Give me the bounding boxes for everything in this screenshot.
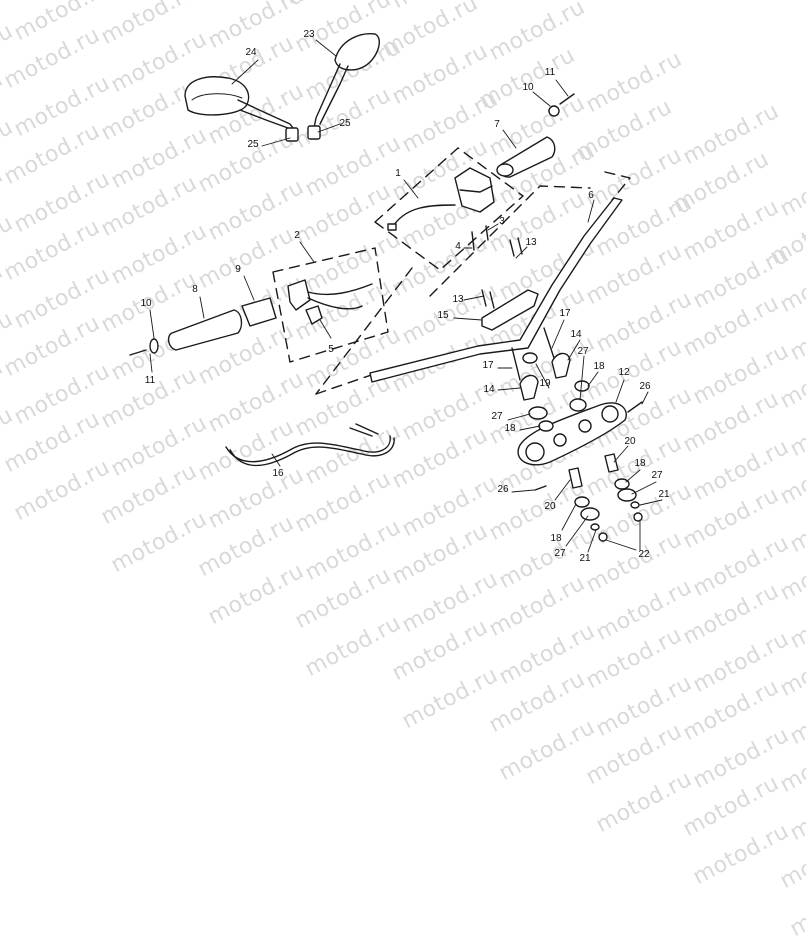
part-label-6: 6	[588, 190, 594, 201]
part-label-19: 19	[539, 378, 551, 389]
watermark-text: motod.ru	[582, 718, 687, 791]
part-label-18: 18	[593, 361, 605, 372]
part-label-10: 10	[522, 82, 534, 93]
diagram-drawing: 1234567891010111112131314141516171718181…	[129, 29, 670, 564]
part-label-26: 26	[497, 484, 509, 495]
yoke-hardware-icon	[528, 380, 643, 542]
watermark-text: motod.ru	[582, 622, 687, 695]
part-label-20: 20	[544, 501, 556, 512]
watermark-text: motod.ru	[592, 670, 697, 743]
watermark-text: motod.ru	[495, 618, 600, 691]
part-label-23: 23	[303, 29, 315, 40]
handlebar-clamp-icon	[481, 237, 539, 331]
part-label-5: 5	[328, 344, 334, 355]
watermark-text: motod.ru	[786, 870, 806, 942]
watermark-text: motod.ru	[689, 722, 794, 795]
part-label-26: 26	[639, 381, 651, 392]
part-label-27: 27	[577, 346, 589, 357]
watermark-text: motod.ru	[679, 770, 784, 843]
watermark-text: motod.ru	[786, 774, 806, 847]
watermark-text: motod.ru	[679, 674, 784, 747]
part-label-13: 13	[452, 294, 464, 305]
watermark-text: motod.ru	[689, 626, 794, 699]
leader-lines	[149, 39, 663, 553]
mirror-left-icon	[184, 76, 299, 142]
part-label-20: 20	[624, 436, 636, 447]
part-label-3: 3	[499, 216, 505, 227]
part-label-17: 17	[559, 308, 571, 319]
part-label-16: 16	[272, 468, 284, 479]
watermark-text: motod.ru	[301, 610, 406, 683]
part-label-22: 22	[638, 549, 650, 560]
part-label-25: 25	[247, 139, 259, 150]
watermark-text: motod.ru	[495, 714, 600, 787]
right-grip-icon	[496, 93, 575, 178]
watermark-text: motod.ru	[776, 822, 806, 895]
part-label-7: 7	[494, 119, 500, 130]
part-label-11: 11	[145, 375, 156, 386]
watermark-text: motod.ru	[786, 678, 806, 751]
assembly-box-left-switch	[272, 247, 389, 363]
assembly-box-right-switch	[374, 147, 524, 271]
throttle-cables-icon	[225, 423, 395, 467]
left-switch-icon	[287, 279, 373, 325]
right-switch-icon	[387, 167, 495, 251]
part-label-18: 18	[634, 458, 646, 469]
part-label-21: 21	[658, 489, 670, 500]
handlebar-phantom-outline	[315, 171, 631, 395]
part-label-1: 1	[395, 168, 401, 179]
watermark-text: motod.ru	[388, 614, 493, 687]
watermark-text: motod.ru	[592, 766, 697, 839]
handlebar-icon	[369, 197, 623, 383]
part-label-12: 12	[618, 367, 630, 378]
watermark-text: motod.ru	[398, 662, 503, 735]
top-yoke-icon	[517, 401, 643, 466]
part-label-4: 4	[455, 241, 461, 252]
part-label-13: 13	[525, 237, 537, 248]
part-label-14: 14	[483, 384, 495, 395]
part-label-18: 18	[504, 423, 516, 434]
part-label-27: 27	[554, 548, 566, 559]
left-grip-icon	[129, 297, 277, 356]
part-label-24: 24	[245, 47, 257, 58]
part-label-2: 2	[294, 230, 300, 241]
part-label-10: 10	[140, 298, 152, 309]
part-label-15: 15	[437, 310, 449, 321]
watermark-text: motod.ru	[689, 818, 794, 891]
watermark-text: motod.ru	[485, 666, 590, 739]
part-label-27: 27	[491, 411, 503, 422]
clamp-uppers-icon	[511, 327, 571, 401]
part-label-27: 27	[651, 470, 663, 481]
part-label-17: 17	[482, 360, 494, 371]
mirror-right-icon	[307, 33, 380, 140]
part-label-9: 9	[235, 264, 241, 275]
part-label-18: 18	[550, 533, 562, 544]
part-label-11: 11	[545, 67, 556, 78]
watermark-text: motod.ru	[776, 726, 806, 799]
part-label-14: 14	[570, 329, 582, 340]
part-label-25: 25	[339, 118, 351, 129]
part-label-21: 21	[579, 553, 591, 564]
part-label-8: 8	[192, 284, 198, 295]
watermark-text: motod.ru	[776, 630, 806, 703]
